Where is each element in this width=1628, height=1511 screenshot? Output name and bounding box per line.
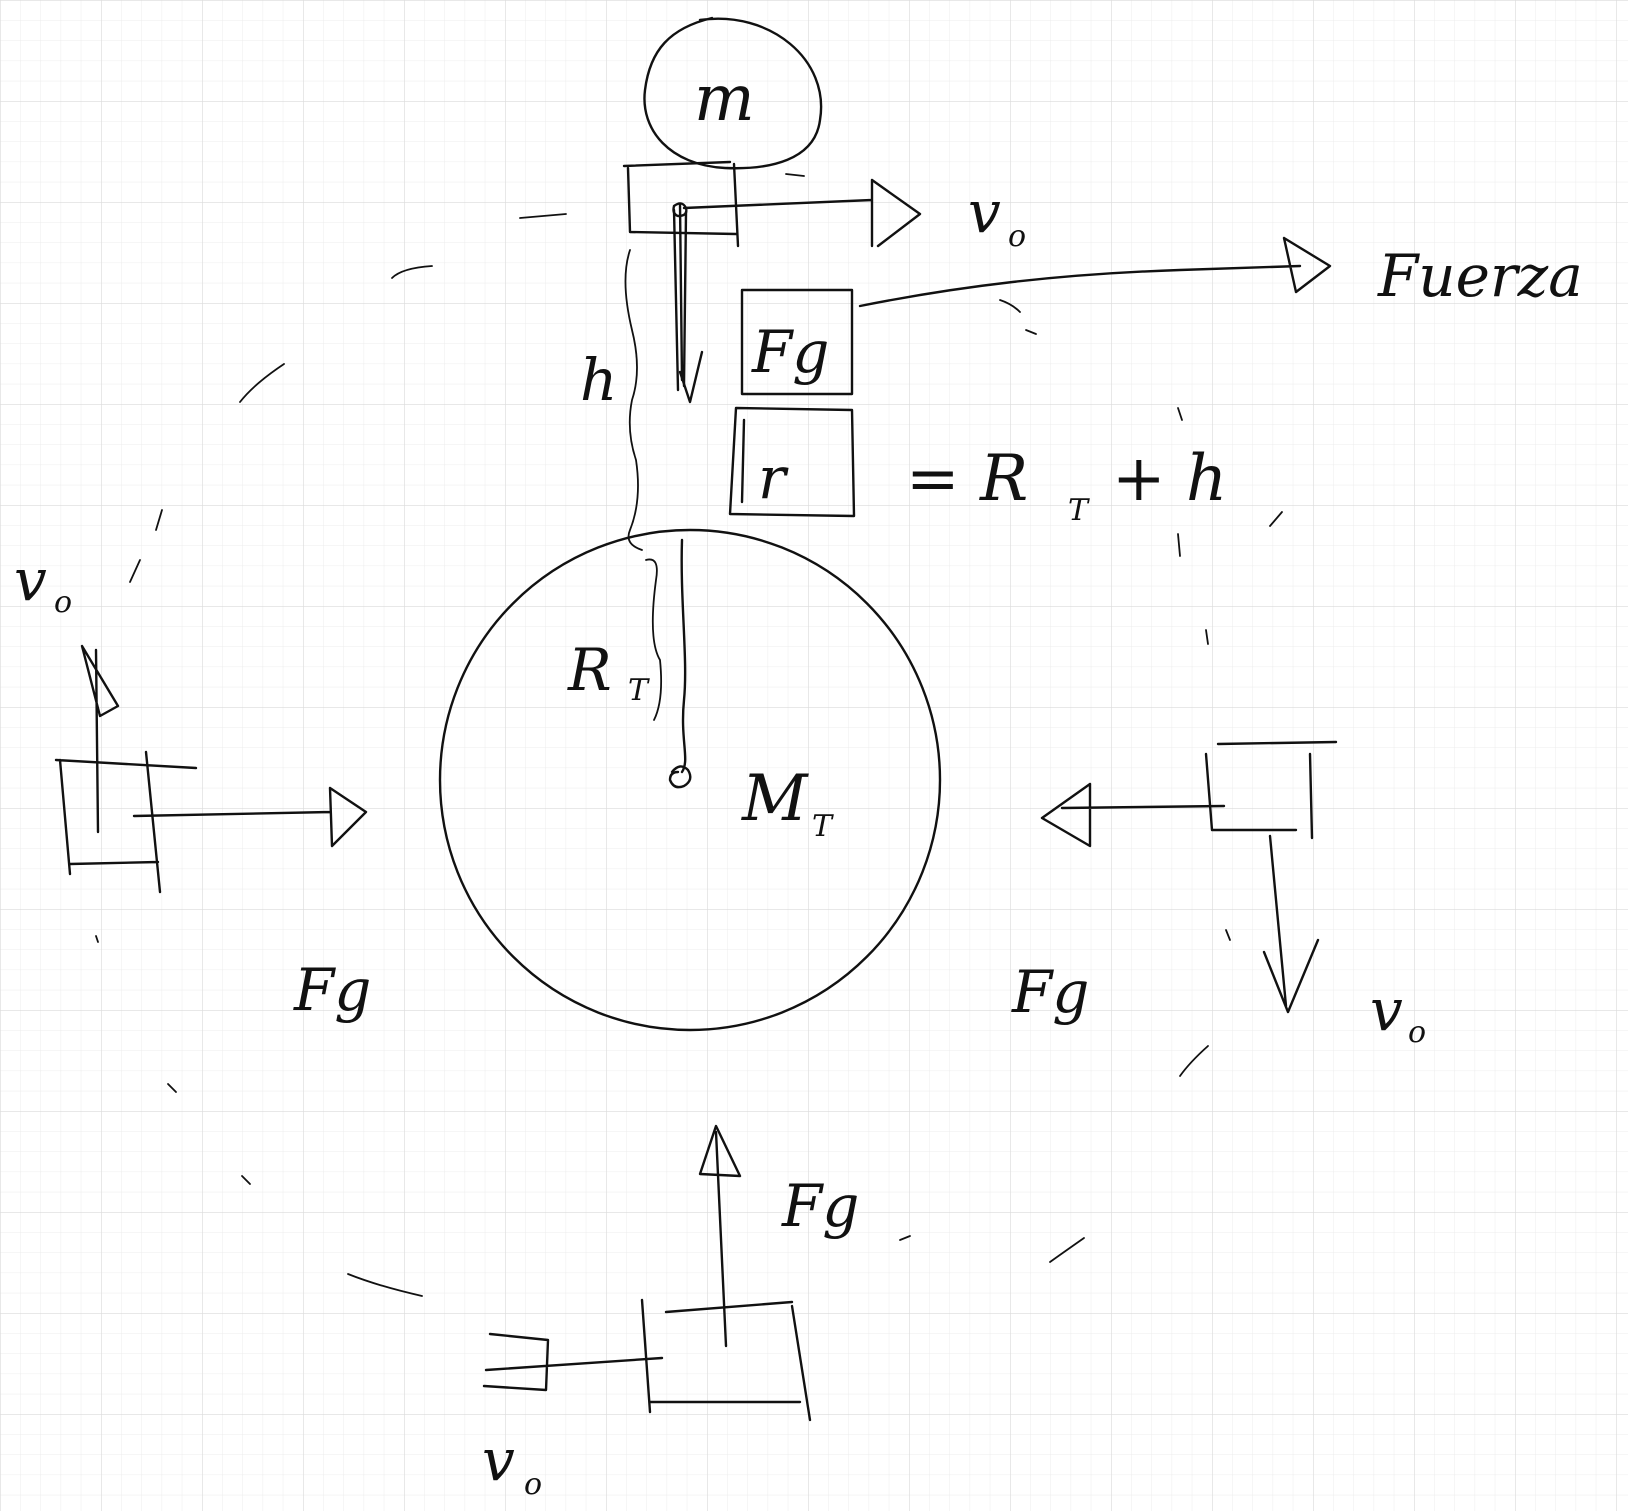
- equation-tail: + h: [1112, 442, 1227, 516]
- height-arrowhead: [678, 350, 704, 404]
- height-label: h: [580, 346, 617, 414]
- r-box: [728, 406, 856, 518]
- bottom-satellite-box: [640, 1298, 812, 1422]
- left-velocity-subscript: o: [54, 585, 72, 620]
- height-line: [672, 202, 688, 392]
- equation-text: = R: [906, 442, 1028, 516]
- earth-circle: [438, 528, 942, 1032]
- earth-radius-label: R: [567, 636, 612, 704]
- earth-radius-subscript: T: [628, 673, 650, 708]
- equation-subscript: T: [1068, 493, 1090, 528]
- fg-box: [740, 288, 854, 396]
- force-label: Fuerza: [1377, 242, 1583, 310]
- satellite-mass-label: m: [694, 62, 755, 136]
- fg-box-label: Fg: [751, 318, 829, 386]
- earth-mass-subscript: T: [812, 809, 834, 844]
- radius-brace: [645, 558, 663, 721]
- r-box-label: r: [758, 444, 789, 512]
- left-velocity-label: v: [14, 546, 47, 614]
- right-velocity-label: v: [1370, 976, 1403, 1044]
- satellite-circle: [643, 16, 823, 170]
- top-velocity-arrow: [682, 178, 922, 248]
- bottom-velocity-arrow: [482, 1332, 664, 1392]
- left-velocity-arrow: [80, 644, 120, 834]
- bottom-force-arrow: [698, 1124, 742, 1348]
- height-brace: [624, 249, 643, 551]
- top-velocity-subscript: o: [1008, 219, 1026, 254]
- left-force-label: Fg: [293, 956, 371, 1024]
- top-velocity-label: v: [968, 178, 1001, 246]
- earth-mass-label: M: [741, 762, 809, 836]
- right-satellite-box: [1204, 740, 1338, 840]
- bottom-force-label: Fg: [781, 1172, 859, 1240]
- right-force-label: Fg: [1011, 958, 1089, 1026]
- left-satellite-box: [54, 750, 198, 894]
- right-velocity-arrow: [1262, 834, 1320, 1014]
- radius-line: [680, 538, 687, 774]
- satellite-dot: [672, 202, 688, 218]
- force-pointer-arrow: [858, 236, 1332, 308]
- right-force-arrow: [1040, 782, 1226, 848]
- satellite-box-top: [622, 160, 740, 248]
- orbit-dashes: [95, 173, 1283, 1297]
- left-force-arrow: [132, 786, 368, 848]
- right-velocity-subscript: o: [1408, 1015, 1426, 1050]
- bottom-velocity-subscript: o: [524, 1467, 542, 1502]
- bottom-velocity-label: v: [482, 1426, 515, 1494]
